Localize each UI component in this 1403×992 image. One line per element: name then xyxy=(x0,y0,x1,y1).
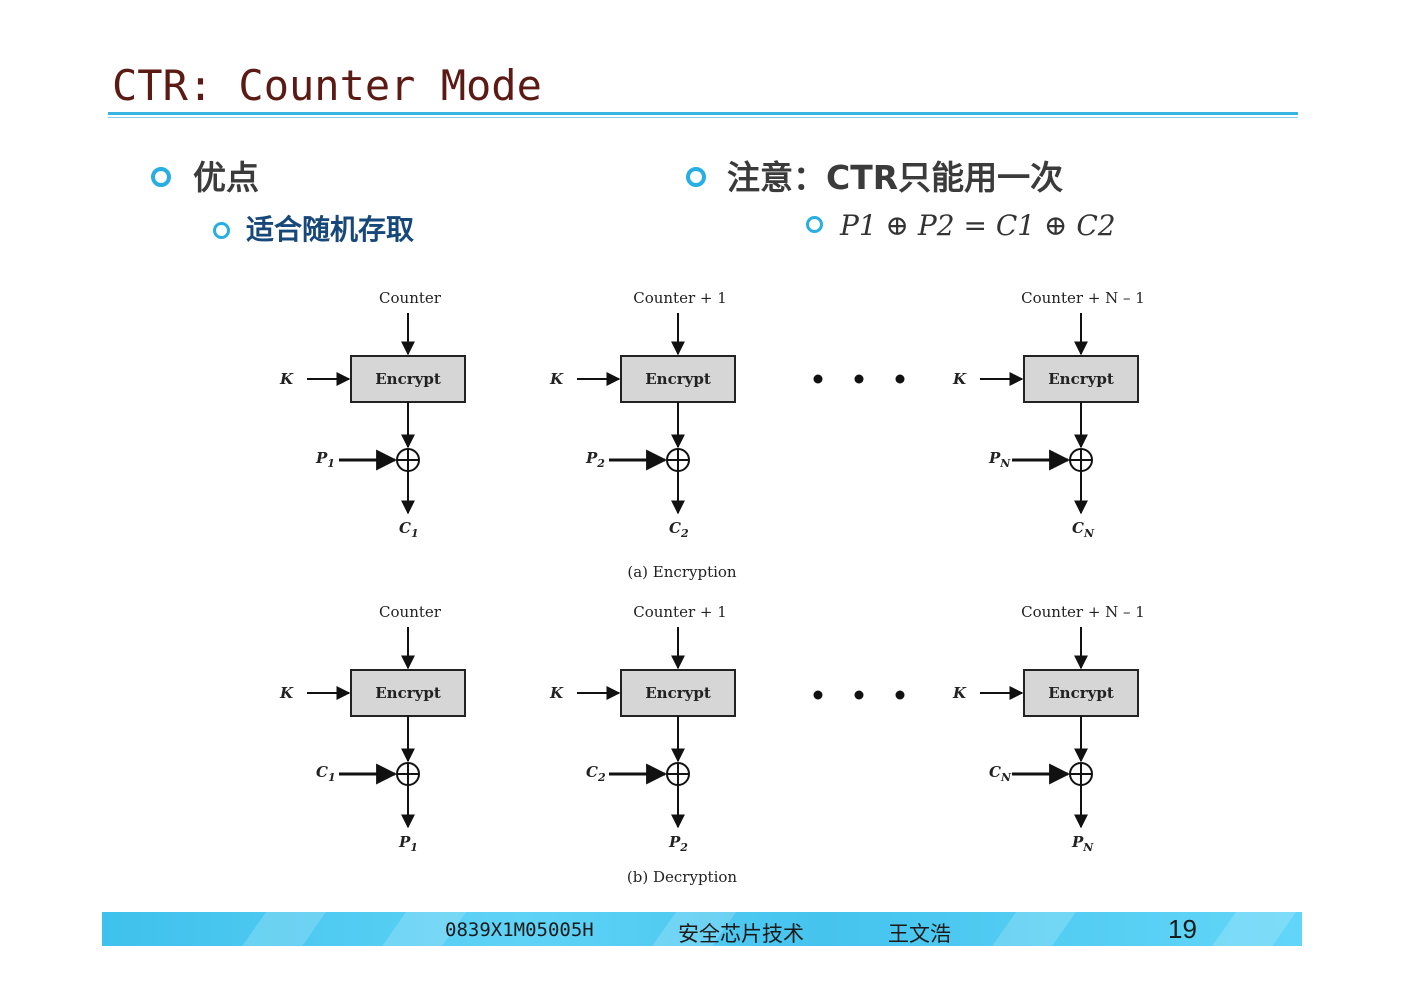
counter-label: Counter xyxy=(379,289,442,307)
output-label: P1 xyxy=(398,833,418,854)
decryption-caption: (b) Decryption xyxy=(627,868,737,886)
input-label: P1 xyxy=(315,449,335,470)
advantages-bullet: 优点 xyxy=(193,158,259,197)
xor-icon xyxy=(396,448,420,472)
decryption-block-3: Counter + N – 1 Encrypt K CN PN xyxy=(952,603,1145,854)
output-label: PN xyxy=(1071,833,1094,854)
course-name: 安全芯片技术 xyxy=(678,922,804,946)
output-label: P2 xyxy=(668,833,688,854)
note-bullet: 注意：CTR只能用一次 xyxy=(727,158,1064,197)
xor-formula: P1 ⊕ P2 = C1 ⊕ C2 xyxy=(840,209,1116,242)
encrypt-box-label: Encrypt xyxy=(1048,370,1114,388)
footer-bar: 0839X1M05005H 安全芯片技术 王文浩 19 xyxy=(102,912,1302,946)
encrypt-box xyxy=(620,355,736,403)
author-name: 王文浩 xyxy=(888,922,951,946)
xor-icon xyxy=(1069,448,1093,472)
title-underline-thin xyxy=(108,117,1298,118)
slide-title: CTR: Counter Mode xyxy=(112,61,542,110)
random-access-sub-bullet: 适合随机存取 xyxy=(246,213,415,246)
xor-icon xyxy=(666,448,690,472)
bullet-ring-icon xyxy=(151,167,171,187)
encrypt-box-label: Encrypt xyxy=(1048,684,1114,702)
page-number: 19 xyxy=(1168,914,1197,944)
bullet-ring-icon xyxy=(686,167,706,187)
input-label: C2 xyxy=(586,763,606,784)
bullet-ring-icon xyxy=(806,216,823,233)
input-label: PN xyxy=(988,449,1011,470)
encrypt-box-label: Encrypt xyxy=(375,684,441,702)
counter-label: Counter + 1 xyxy=(633,289,727,307)
ellipsis-dots-encryption xyxy=(813,374,905,384)
bullet-ring-icon xyxy=(213,222,230,239)
encryption-caption: (a) Encryption xyxy=(627,563,737,581)
input-label: C1 xyxy=(316,763,336,784)
key-label: K xyxy=(952,684,967,702)
xor-icon xyxy=(666,762,690,786)
ellipsis-dots-decryption xyxy=(813,690,905,700)
input-label: P2 xyxy=(585,449,605,470)
counter-label: Counter + 1 xyxy=(633,603,727,621)
encrypt-box-label: Encrypt xyxy=(375,370,441,388)
encrypt-box xyxy=(350,669,466,717)
encrypt-box-label: Encrypt xyxy=(645,684,711,702)
encrypt-box xyxy=(1023,355,1139,403)
title-underline xyxy=(108,112,1298,115)
key-label: K xyxy=(549,684,564,702)
encrypt-box xyxy=(350,355,466,403)
key-label: K xyxy=(279,684,294,702)
output-label: CN xyxy=(1072,519,1095,540)
encrypt-box xyxy=(620,669,736,717)
counter-label: Counter xyxy=(379,603,442,621)
xor-icon xyxy=(1069,762,1093,786)
counter-label: Counter + N – 1 xyxy=(1021,603,1145,621)
xor-icon xyxy=(396,762,420,786)
counter-label: Counter + N – 1 xyxy=(1021,289,1145,307)
key-label: K xyxy=(549,370,564,388)
input-label: CN xyxy=(989,763,1012,784)
key-label: K xyxy=(952,370,967,388)
key-label: K xyxy=(279,370,294,388)
encryption-block-3: Counter + N – 1 Encrypt K PN CN xyxy=(952,289,1145,540)
course-code: 0839X1M05005H xyxy=(445,919,594,941)
encrypt-box-label: Encrypt xyxy=(645,370,711,388)
output-label: C1 xyxy=(399,519,419,540)
output-label: C2 xyxy=(669,519,689,540)
